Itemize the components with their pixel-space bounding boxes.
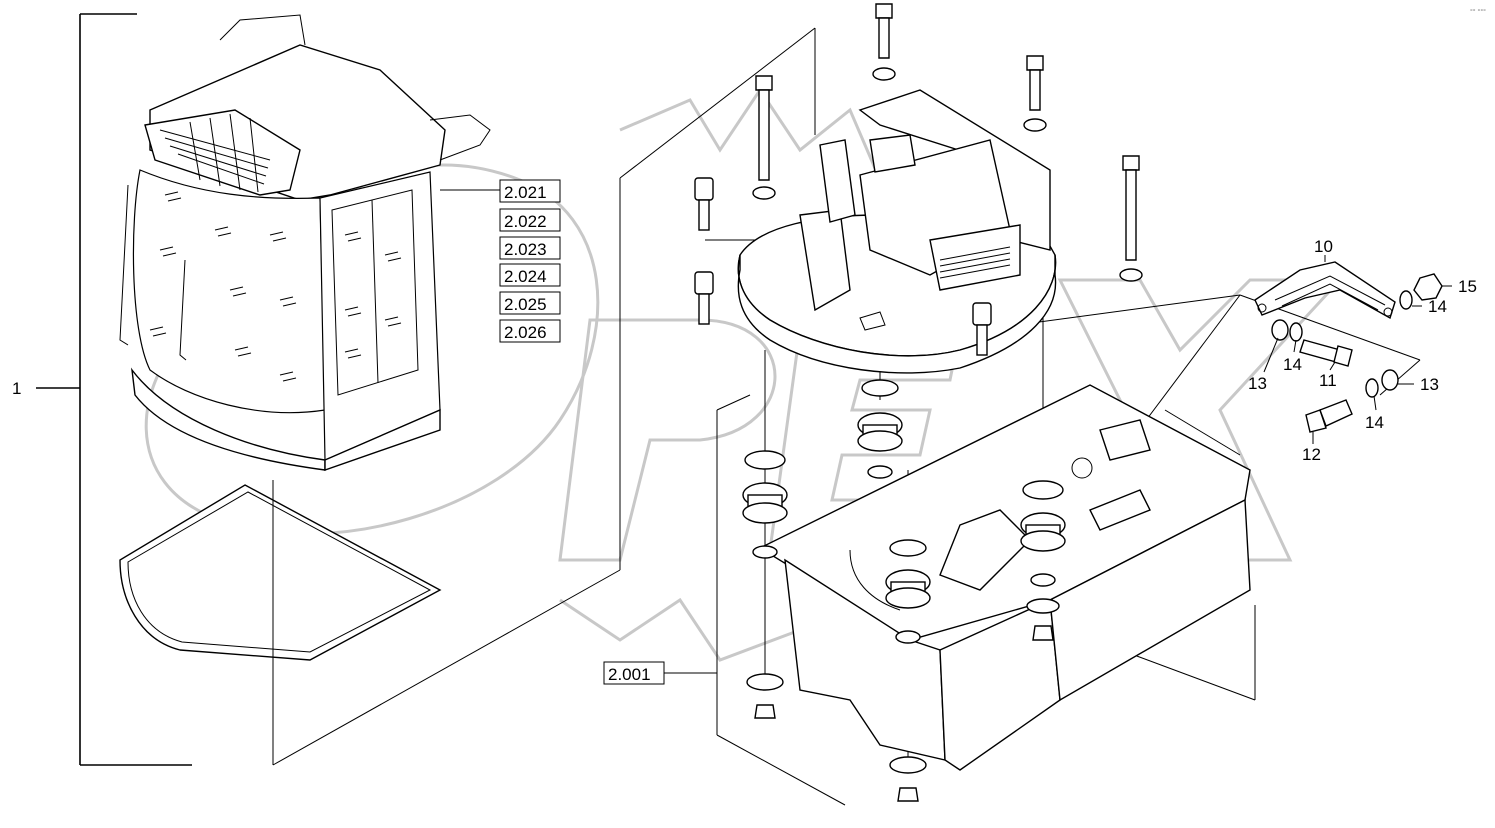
subassembly-ref-2-025[interactable]: 2.025 xyxy=(499,291,561,315)
long-bolt-1 xyxy=(752,75,776,200)
callout-15: 15 xyxy=(1458,277,1477,296)
callout-13-right: 13 xyxy=(1420,375,1439,394)
operator-cab xyxy=(119,14,491,471)
svg-text:2.023: 2.023 xyxy=(504,240,547,259)
callout-14-bottom: 14 xyxy=(1365,413,1384,432)
assembly-number-label: 1 xyxy=(12,379,21,398)
corner-mark: °° °°° xyxy=(1470,8,1486,16)
callout-leaders xyxy=(1263,255,1452,444)
long-bolt-4 xyxy=(1119,155,1143,282)
subassembly-ref-2-024[interactable]: 2.024 xyxy=(499,263,561,287)
subassembly-ref-2-026[interactable]: 2.026 xyxy=(499,319,561,343)
assembly-bracket xyxy=(36,13,192,766)
long-bolt-2 xyxy=(872,3,896,81)
socket-bolt-3 xyxy=(972,302,992,356)
callout-11: 11 xyxy=(1319,371,1337,390)
bolt-11 xyxy=(1299,339,1353,367)
socket-bolt-1 xyxy=(694,177,714,231)
cab-floor-platform xyxy=(737,89,1057,374)
callout-14-middle: 14 xyxy=(1283,355,1302,374)
callout-13-left: 13 xyxy=(1248,374,1267,393)
floor-seal xyxy=(119,484,442,661)
washer-14-top xyxy=(1399,290,1413,310)
subassembly-ref-2-022[interactable]: 2.022 xyxy=(499,208,561,232)
washers-13-14-right xyxy=(1365,369,1399,398)
bolt-12 xyxy=(1305,399,1353,433)
long-bolt-3 xyxy=(1023,55,1047,132)
svg-text:2.026: 2.026 xyxy=(504,323,547,342)
mount-stack-2 xyxy=(857,379,903,479)
subassembly-ref-2-021[interactable]: 2.021 xyxy=(499,179,561,203)
svg-text:2.001: 2.001 xyxy=(608,665,651,684)
step-link-bracket xyxy=(1254,261,1396,320)
svg-text:2.025: 2.025 xyxy=(504,295,547,314)
socket-bolt-2 xyxy=(694,271,714,325)
mount-stack-4 xyxy=(1020,480,1066,641)
callout-14-top: 14 xyxy=(1428,297,1447,316)
mount-stack-3 xyxy=(885,539,931,802)
mount-stack-1 xyxy=(742,450,788,719)
svg-text:2.021: 2.021 xyxy=(504,183,547,202)
washers-13-14-left xyxy=(1271,319,1303,342)
callout-12: 12 xyxy=(1302,445,1321,464)
svg-text:2.022: 2.022 xyxy=(504,212,547,231)
frame-ref-2-001[interactable]: 2.001 xyxy=(603,661,665,685)
lower-frame xyxy=(758,384,1251,771)
hex-nut-15 xyxy=(1413,273,1443,301)
subassembly-ref-2-023[interactable]: 2.023 xyxy=(499,236,561,260)
callout-10: 10 xyxy=(1314,237,1333,256)
svg-text:2.024: 2.024 xyxy=(504,267,547,286)
